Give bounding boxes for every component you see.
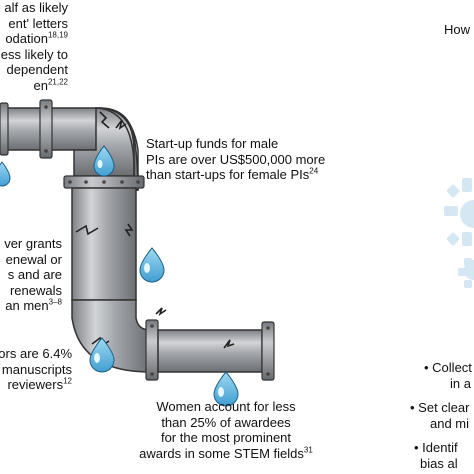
right-panel-title: How — [444, 22, 471, 37]
text-line: PIs are over US$500,000 more — [146, 151, 326, 167]
crack-icon — [99, 111, 110, 129]
text-line: s and are — [7, 267, 62, 282]
text-line: Start-up funds for male — [146, 136, 279, 151]
text-line: than start-ups for female PIs24 — [146, 166, 319, 182]
text-line: renewals — [9, 282, 62, 298]
end-flange — [261, 321, 275, 381]
text-line: bias al — [420, 455, 458, 471]
vertical-pipe-segment — [71, 187, 137, 301]
text-line: odation18,19 — [5, 30, 68, 46]
right-bullet-2: • Set clear and mi — [410, 400, 469, 431]
bottom-pipe-segment — [157, 329, 263, 373]
text-line: • Set clear — [410, 400, 470, 415]
text-line: ors are 6.4% — [0, 346, 72, 361]
left-mid-text: ver grants enewal or s and are renewals … — [4, 236, 62, 314]
left-top-text: alf as likely ent' letters odation18,19 … — [1, 0, 68, 93]
text-line: • Identif — [414, 440, 458, 455]
text-line: en21,22 — [33, 77, 69, 93]
text-line: for the most prominent — [160, 430, 292, 445]
text-line: dependent — [6, 62, 68, 77]
bolt-icon — [115, 119, 127, 130]
water-drop-icon — [89, 337, 115, 373]
crack-icon — [75, 224, 99, 236]
bolt-icon — [124, 223, 134, 237]
text-line: awards in some STEM fields31 — [139, 445, 313, 461]
bottom-flange — [145, 319, 159, 381]
text-line: and mi — [430, 415, 470, 431]
text-line: enewal or — [5, 251, 62, 267]
water-drop-icon — [139, 247, 165, 283]
awards-text: Women account for less than 25% of award… — [134, 399, 318, 461]
bolt-icon — [155, 307, 167, 316]
citation: 31 — [303, 445, 313, 455]
citation: 21,22 — [47, 77, 68, 87]
citation: 24 — [309, 166, 319, 176]
bolt-icon — [223, 339, 235, 349]
text-line: Women account for less — [156, 399, 296, 414]
text-line: in a — [450, 375, 471, 391]
top-flange-2 — [39, 99, 53, 159]
text-line: reviewers12 — [7, 376, 72, 392]
top-flange-1 — [0, 102, 9, 156]
citation: 3–8 — [48, 297, 62, 307]
right-bullet-3: • Identif bias al — [414, 440, 458, 471]
text-line: an men3–8 — [5, 297, 62, 313]
left-bottom-text: ors are 6.4% manuscripts reviewers12 — [0, 346, 72, 393]
citation: 18,19 — [47, 30, 68, 40]
right-bullet-1: • Collect in a — [424, 360, 472, 391]
elbow-flange — [63, 175, 145, 189]
text-line: ess likely to — [0, 46, 68, 62]
citation: 12 — [63, 376, 72, 386]
text-line: • Collect — [424, 360, 472, 375]
startup-funds-text: Start-up funds for male PIs are over US$… — [146, 136, 325, 183]
water-drop-icon — [93, 145, 115, 177]
gear-icon — [444, 178, 474, 246]
water-drop-icon — [213, 371, 239, 407]
water-drop-icon — [0, 161, 11, 187]
gear-icon — [458, 258, 474, 288]
text-line: ver grants — [4, 236, 62, 251]
text-line: alf as likely — [4, 0, 68, 15]
text-line: ent' letters — [8, 15, 68, 31]
text-line: than 25% of awardees — [161, 414, 291, 430]
text-line: manuscripts — [1, 361, 72, 377]
